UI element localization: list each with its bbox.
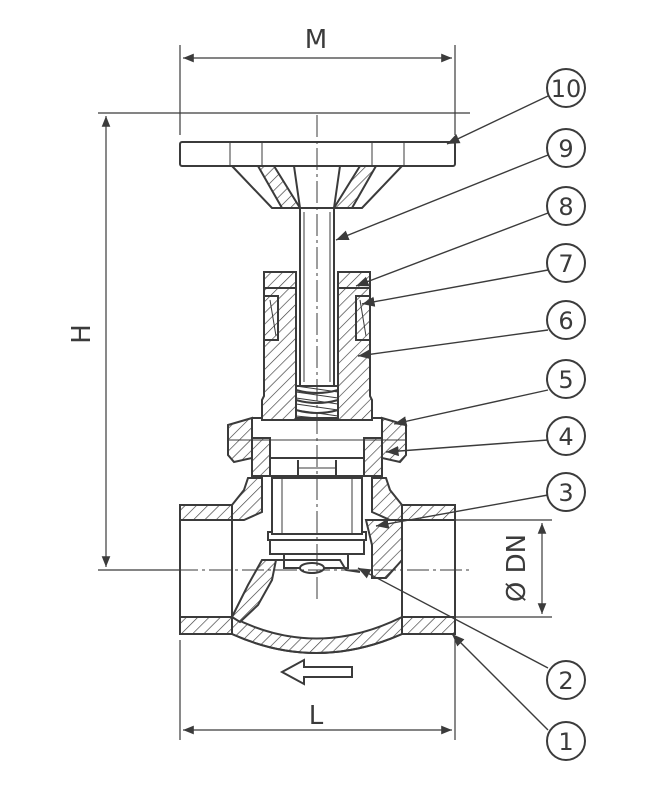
part-7-label: 7 (558, 250, 573, 278)
part-4-balloon: 4 (546, 416, 586, 456)
gland-nut (263, 271, 371, 341)
dimension-m: M (179, 25, 456, 135)
part-1-label: 1 (558, 728, 573, 756)
dimension-l-label: L (309, 701, 324, 731)
part-9-label: 9 (558, 135, 573, 163)
part-6-balloon: 6 (546, 300, 586, 340)
part-10-label: 10 (551, 75, 582, 103)
part-6-label: 6 (558, 307, 573, 335)
dimension-h: H (67, 112, 470, 571)
part-10-balloon: 10 (546, 68, 586, 108)
dimension-h-label: H (67, 324, 97, 344)
part-5-label: 5 (558, 366, 573, 394)
dimension-dn: Ø DN (402, 519, 552, 618)
part-4-label: 4 (558, 423, 573, 451)
part-3-label: 3 (558, 479, 573, 507)
part-3-balloon: 3 (546, 472, 586, 512)
part-1-balloon: 1 (546, 721, 586, 761)
dimension-m-label: M (305, 25, 327, 55)
part-9-balloon: 9 (546, 128, 586, 168)
dimension-l: L (179, 640, 456, 740)
part-8-balloon: 8 (546, 186, 586, 226)
part-7-balloon: 7 (546, 243, 586, 283)
part-5-balloon: 5 (546, 359, 586, 399)
part-8-label: 8 (558, 193, 573, 221)
part-2-label: 2 (558, 667, 573, 695)
part-callouts: 10 9 8 7 6 5 4 3 (335, 68, 586, 761)
part-2-balloon: 2 (546, 660, 586, 700)
flow-direction-arrow (279, 658, 353, 686)
dimension-dn-label: Ø DN (502, 534, 532, 602)
